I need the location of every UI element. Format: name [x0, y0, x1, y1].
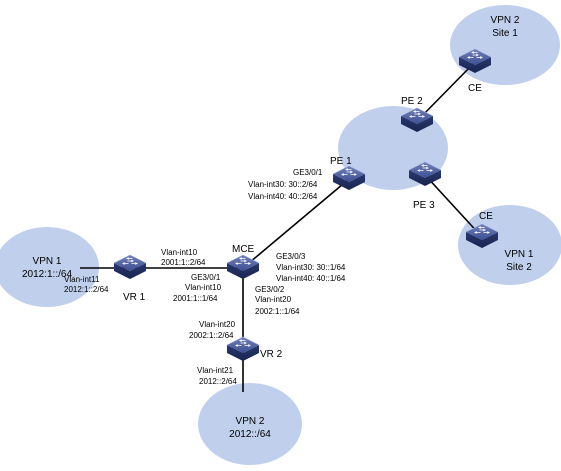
link-mce-pe1: [242, 178, 350, 269]
pe1-port-label: GE3/0/1: [293, 168, 323, 177]
vr2-addr21-label: 2012::2/64: [199, 377, 237, 386]
cloud-name: VPN 2: [491, 15, 520, 26]
pe3-label: PE 3: [413, 200, 435, 211]
mce-vlan30-label: Vlan-int30: 30::1/64: [276, 263, 346, 272]
pe1-vlan30-label: Vlan-int30: 30::2/64: [248, 180, 318, 189]
pe1-label: PE 1: [330, 156, 352, 167]
cloud-subtitle: Site 2: [506, 262, 532, 273]
mce-ge302-label: GE3/0/2: [255, 285, 285, 294]
vr1-vlan10-label: Vlan-int10: [161, 248, 198, 257]
mce-addr20-label: 2002:1::1/64: [255, 307, 300, 316]
vpn1-site2-cloud: VPN 1 Site 2: [458, 205, 561, 285]
mce-vlan10-label: Vlan-int10: [185, 283, 222, 292]
vr1-addr11-label: 2012:1::2/64: [64, 285, 109, 294]
mce-label: MCE: [232, 244, 255, 255]
vr1-switch-icon[interactable]: [113, 254, 147, 280]
mce-ge303-label: GE3/0/3: [276, 252, 306, 261]
ce-right-label: CE: [479, 211, 493, 222]
vr2-label: VR 2: [260, 349, 283, 360]
mce-vlan40-label: Vlan-int40: 40::1/64: [276, 274, 346, 283]
cloud-subtitle: 2012::/64: [229, 429, 271, 440]
cloud-name: VPN 2: [236, 416, 265, 427]
links: [80, 61, 483, 392]
vr1-vlan11-label: Vlan-int11: [64, 275, 100, 284]
link-pe2-ce: [416, 61, 476, 122]
pe1-vlan40-label: Vlan-int40: 40::2/64: [248, 192, 318, 201]
cloud-name: VPN 1: [33, 256, 62, 267]
vr2-vlan20-label: Vlan-int20: [199, 320, 236, 329]
vpn2-site1-cloud: VPN 2 Site 1: [450, 5, 560, 85]
mce-ge301-label: GE3/0/1: [191, 273, 221, 282]
cloud-name: VPN 1: [505, 249, 534, 260]
vpn2-bottom-cloud: VPN 2 2012::/64: [198, 383, 302, 465]
cloud-subtitle: 2012:1::/64: [22, 269, 72, 280]
vpn1-left-cloud: VPN 1 2012:1::/64: [0, 227, 99, 307]
mce-addr10-label: 2001:1::1/64: [173, 294, 218, 303]
link-pe3-ce: [424, 174, 483, 238]
cloud-subtitle: Site 1: [492, 28, 518, 39]
ce-top-label: CE: [468, 83, 482, 94]
vr1-addr10-label: 2001:1::2/64: [161, 258, 206, 267]
vr1-label: VR 1: [123, 292, 146, 303]
vr2-addr20-label: 2002:1::2/64: [189, 331, 234, 340]
vr2-switch-icon[interactable]: [226, 336, 260, 362]
pe2-label: PE 2: [401, 96, 423, 107]
vr2-vlan21-label: Vlan-int21: [197, 366, 234, 375]
mce-vlan20-label: Vlan-int20: [255, 295, 292, 304]
